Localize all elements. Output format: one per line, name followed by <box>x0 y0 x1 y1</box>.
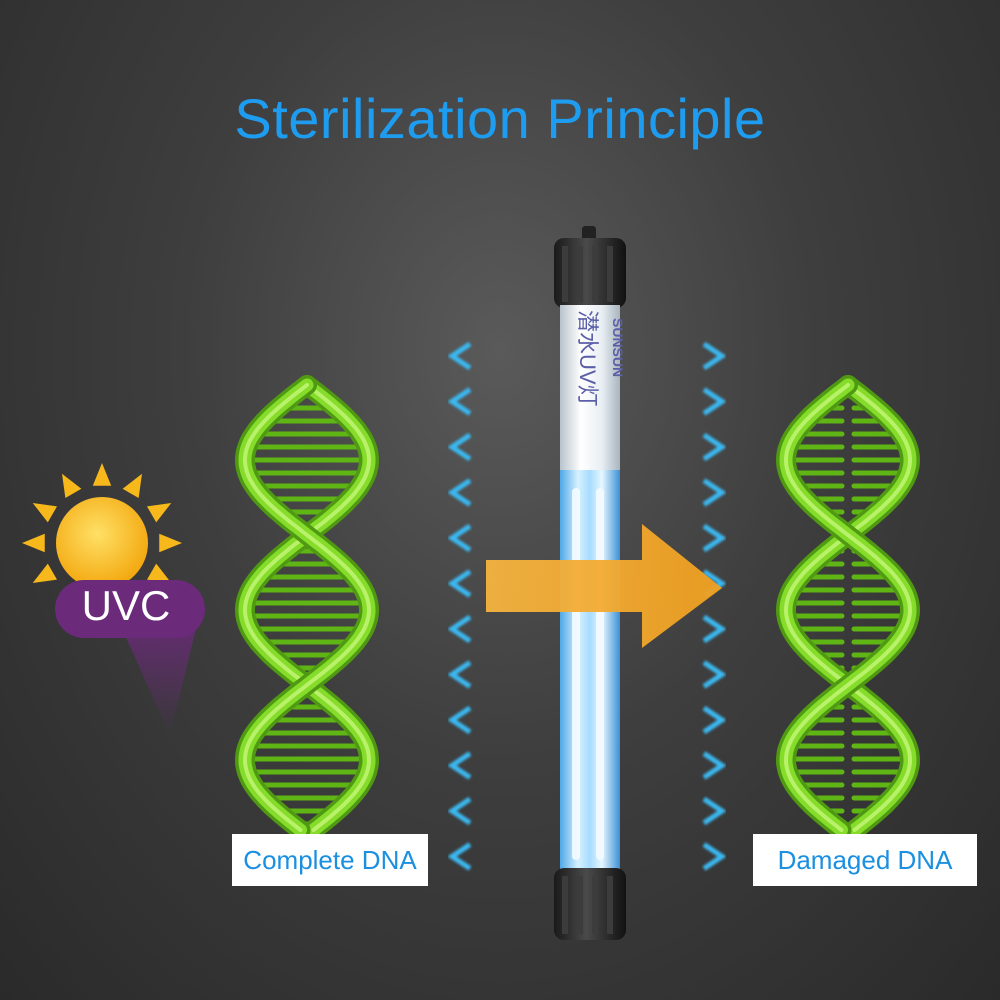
dna-strand <box>234 375 380 840</box>
uvc-badge-label: UVC <box>81 582 171 629</box>
sun-ray <box>62 473 82 499</box>
tube-brand-text: SUNSUN <box>610 318 626 378</box>
page-title: Sterilization Principle <box>234 87 766 150</box>
dna-strand <box>775 375 921 840</box>
dna-rungs <box>242 392 372 827</box>
sun-ray <box>146 503 172 523</box>
dna-strand <box>234 375 380 840</box>
uv-rays <box>447 341 727 871</box>
dna-rungs <box>783 392 913 827</box>
sun-ray <box>92 463 112 486</box>
sun-ray <box>122 473 142 499</box>
damaged-dna-helix <box>775 375 921 840</box>
tube-name-text: 潜水UV灯 <box>575 310 600 407</box>
arrow-right-icon <box>486 524 722 648</box>
sun-ray <box>32 563 58 583</box>
damaged-dna-label: Damaged DNA <box>753 834 977 886</box>
sun-ray <box>159 533 182 553</box>
dna-strand <box>775 375 921 840</box>
sun-ray <box>32 503 58 523</box>
uvc-badge <box>55 580 205 735</box>
complete-dna-label: Complete DNA <box>232 834 428 886</box>
sun-ray <box>22 533 45 553</box>
uv-lamp-icon <box>554 226 626 940</box>
complete-dna-helix <box>234 375 380 840</box>
sun-ray <box>146 563 172 583</box>
